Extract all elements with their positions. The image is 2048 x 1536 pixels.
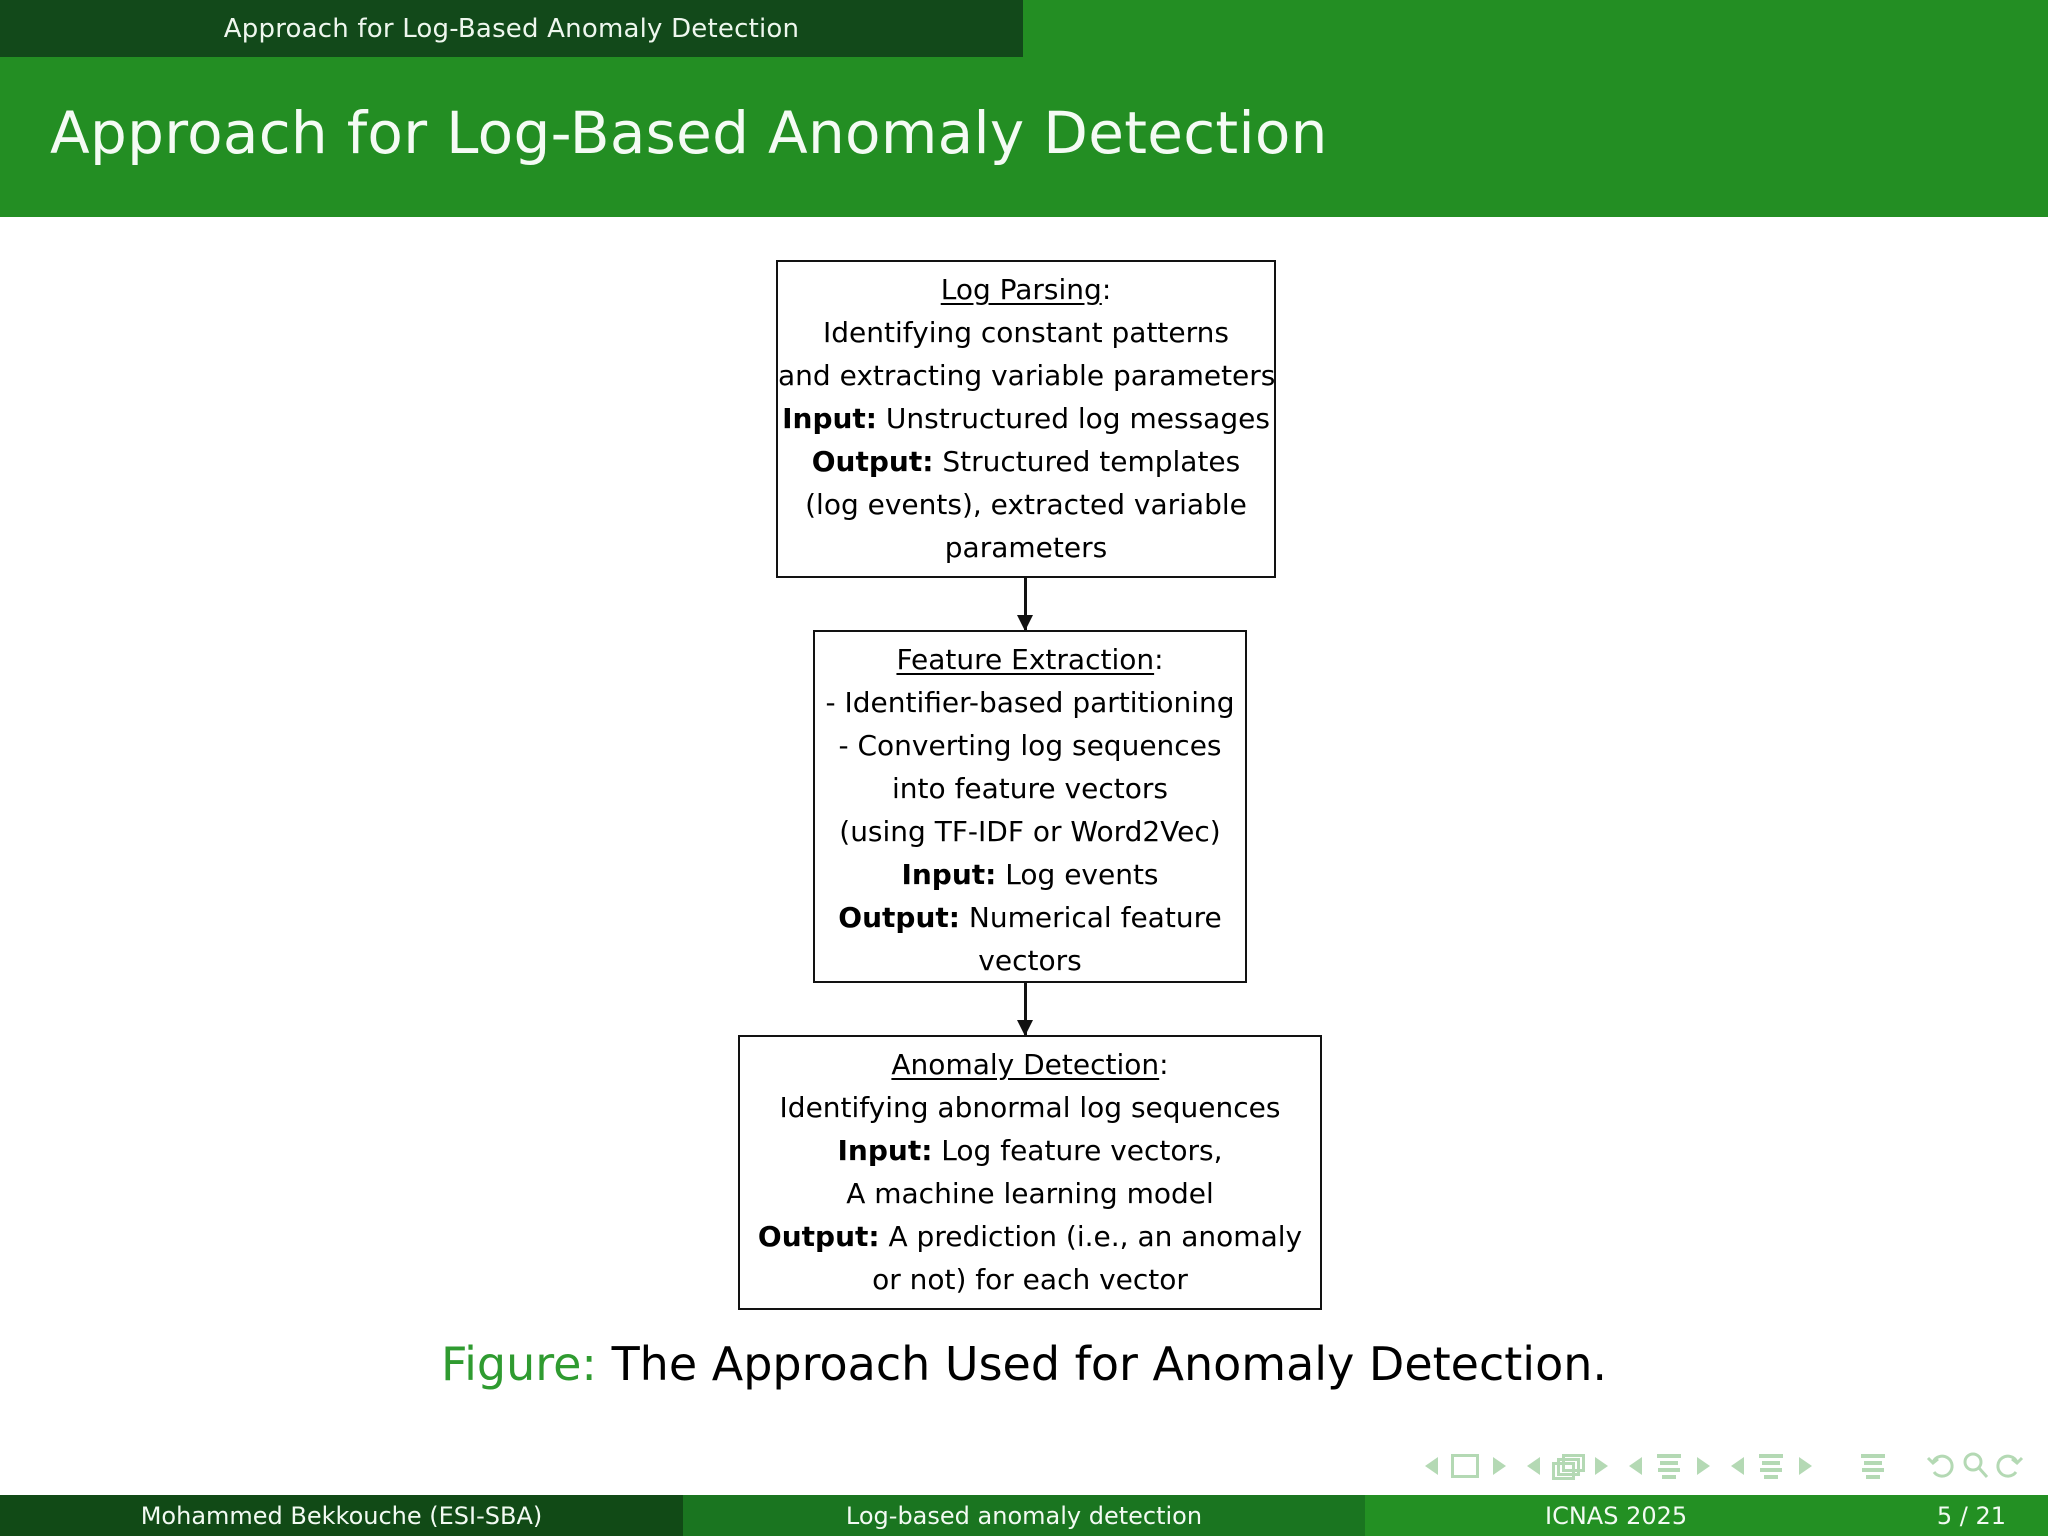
flow-line: vectors [815,939,1245,982]
footer-author: Mohammed Bekkouche (ESI-SBA) [0,1495,683,1536]
flow-line-text: A machine learning model [846,1177,1214,1210]
nav-group-frame[interactable] [1516,1443,1618,1489]
flow-line: Identifying abnormal log sequences [740,1086,1320,1129]
prev-section-arrow-icon[interactable] [1720,1443,1754,1489]
flow-line-text: Unstructured log messages [877,402,1270,435]
flow-line-label: Output: [811,445,934,478]
flow-line: Input: Log events [815,853,1245,896]
flow-line-text: - Converting log sequences [838,729,1222,762]
slide-square-icon[interactable] [1448,1443,1482,1489]
flow-arrow-down-icon [1017,578,1033,631]
header-mini-title: Approach for Log-Based Anomaly Detection [223,13,800,44]
nav-group-subsection[interactable] [1618,1443,1720,1489]
flow-box-title-colon: : [1101,273,1112,306]
flow-line-text: Identifying abnormal log sequences [779,1091,1281,1124]
flow-line: (using TF-IDF or Word2Vec) [815,810,1245,853]
flow-arrow-down-icon [1017,983,1033,1036]
search-icon[interactable] [1958,1449,1992,1483]
flow-line: Output: Structured templates [778,440,1274,483]
forward-icon[interactable] [1992,1449,2026,1483]
flow-box-title: Log Parsing: [778,268,1274,311]
flow-line-text: parameters [944,531,1108,564]
flow-line-text: Log feature vectors, [932,1134,1223,1167]
footer-right-segment: ICNAS 2025 5 / 21 [1365,1495,2048,1536]
flow-box-anomaly-detection: Anomaly Detection: Identifying abnormal … [738,1035,1322,1310]
flow-line: parameters [778,526,1274,569]
figure-caption-text: The Approach Used for Anomaly Detection. [611,1337,1608,1391]
back-icon[interactable] [1924,1449,1958,1483]
next-section-arrow-icon[interactable] [1788,1443,1822,1489]
nav-group-section[interactable] [1720,1443,1822,1489]
flow-line-label: Output: [838,901,960,934]
flow-line: - Identifier-based partitioning [815,681,1245,724]
flow-line: Input: Unstructured log messages [778,397,1274,440]
figure-caption-label: Figure: [440,1337,597,1391]
next-subsection-arrow-icon[interactable] [1686,1443,1720,1489]
flow-line: Identifying constant patterns [778,311,1274,354]
frames-stack-icon[interactable] [1550,1443,1585,1489]
flow-line-text: into feature vectors [892,772,1168,805]
flow-box-title-text: Anomaly Detection [891,1048,1160,1081]
flow-box-title-text: Log Parsing [940,273,1102,306]
flow-box-title: Feature Extraction: [815,638,1245,681]
flow-line-text: or not) for each vector [872,1263,1188,1296]
prev-subsection-arrow-icon[interactable] [1618,1443,1652,1489]
document-lines-icon[interactable] [1856,1443,1890,1489]
slide-header-band: Approach for Log-Based Anomaly Detection… [0,0,2048,217]
flow-line: (log events), extracted variable [778,483,1274,526]
flow-line-label: Output: [757,1220,880,1253]
flow-box-title-colon: : [1154,643,1164,676]
flow-line-text: (using TF-IDF or Word2Vec) [839,815,1221,848]
flow-line: or not) for each vector [740,1258,1320,1301]
flow-line: into feature vectors [815,767,1245,810]
beamer-navigation-bar[interactable] [1414,1443,2026,1489]
next-frame-arrow-icon[interactable] [1584,1443,1618,1489]
page-title: Approach for Log-Based Anomaly Detection [50,99,1328,167]
flow-box-title: Anomaly Detection: [740,1043,1320,1086]
section-lines-icon[interactable] [1754,1443,1788,1489]
flow-line: A machine learning model [740,1172,1320,1215]
nav-group-slide[interactable] [1414,1443,1516,1489]
slide-content: Log Parsing: Identifying constant patter… [0,217,2048,1495]
prev-frame-arrow-icon[interactable] [1516,1443,1550,1489]
flow-line: and extracting variable parameters [778,354,1276,397]
flow-box-feature-extraction: Feature Extraction: - Identifier-based p… [813,630,1247,983]
flow-box-title-colon: : [1159,1048,1169,1081]
slide-footer: Mohammed Bekkouche (ESI-SBA) Log-based a… [0,1495,2048,1536]
footer-page-number: 5 / 21 [1936,1501,2006,1530]
flow-line: Output: A prediction (i.e., an anomaly [740,1215,1320,1258]
flow-box-log-parsing: Log Parsing: Identifying constant patter… [776,260,1276,578]
flow-line-text: (log events), extracted variable [805,488,1247,521]
flow-line-text: Structured templates [933,445,1241,478]
flow-line-label: Input: [901,858,997,891]
flow-line-text: Log events [996,858,1159,891]
prev-slide-arrow-icon[interactable] [1414,1443,1448,1489]
flow-line: Output: Numerical feature [815,896,1245,939]
header-mini-bar: Approach for Log-Based Anomaly Detection [0,0,1023,57]
flow-line: - Converting log sequences [815,724,1245,767]
flow-line-text: Identifying constant patterns [823,316,1229,349]
flow-line-text: A prediction (i.e., an anomaly [879,1220,1303,1253]
flow-line-text: Numerical feature [959,901,1222,934]
footer-conference: ICNAS 2025 [1545,1501,1688,1530]
subsection-lines-icon[interactable] [1652,1443,1686,1489]
figure-caption: Figure: The Approach Used for Anomaly De… [0,1337,2048,1391]
flow-line-label: Input: [782,402,878,435]
next-slide-arrow-icon[interactable] [1482,1443,1516,1489]
footer-subject: Log-based anomaly detection [683,1495,1365,1536]
flow-line: Input: Log feature vectors, [740,1129,1320,1172]
flow-box-title-text: Feature Extraction [896,643,1155,676]
flow-line-label: Input: [837,1134,933,1167]
flow-line-text: and extracting variable parameters [778,359,1276,392]
flow-line-text: - Identifier-based partitioning [825,686,1235,719]
flow-line-text: vectors [978,944,1082,977]
approach-flowchart: Log Parsing: Identifying constant patter… [0,217,2048,1357]
